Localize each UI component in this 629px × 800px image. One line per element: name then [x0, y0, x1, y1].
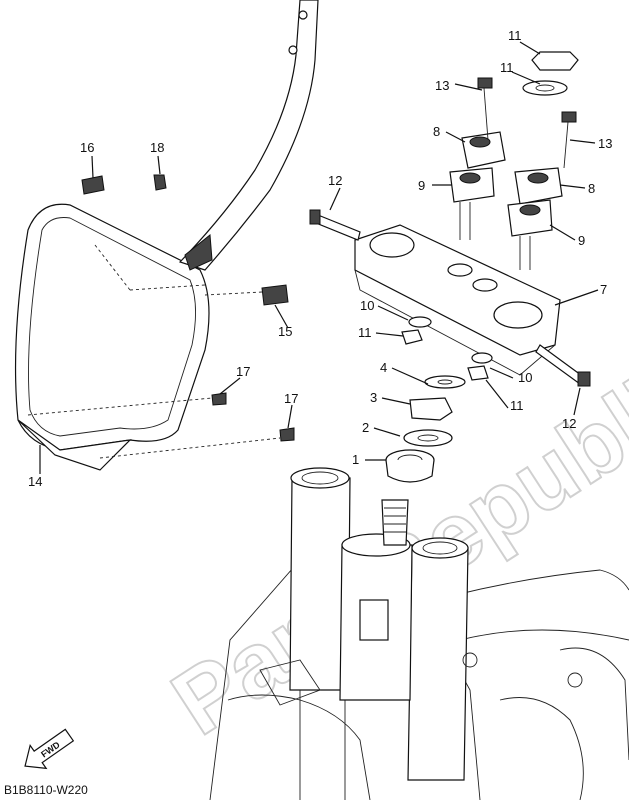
- leader-lines: [39, 41, 599, 474]
- callout-8b: 8: [588, 181, 595, 196]
- callout-13a: 13: [435, 78, 449, 93]
- callout-8a: 8: [433, 124, 440, 139]
- callout-numbers: 11 11 13 8 9 13 8 9 12 7 10 11 10 11 12 …: [28, 28, 612, 489]
- callout-17b: 17: [284, 391, 298, 406]
- callout-12b: 12: [562, 416, 576, 431]
- bolts: [309, 77, 591, 387]
- number-plate: [14, 0, 319, 471]
- fwd-arrow: FWD: [24, 728, 75, 770]
- callout-18: 18: [150, 140, 164, 155]
- steering-stack: [385, 316, 493, 483]
- callout-5: 7: [600, 282, 607, 297]
- callout-10a: 10: [360, 298, 374, 313]
- callout-12a: 12: [328, 173, 342, 188]
- callout-9a: 9: [418, 178, 425, 193]
- callout-11b: 11: [510, 398, 524, 413]
- callout-1: 1: [352, 452, 359, 467]
- diagram-code: B1B8110-W220: [4, 783, 88, 797]
- clips: [27, 174, 295, 459]
- callout-15: 15: [278, 324, 292, 339]
- callout-11a: 11: [358, 325, 372, 340]
- nut-and-washer: [522, 51, 579, 96]
- callout-6: 11: [508, 28, 522, 43]
- callout-4: 4: [380, 360, 387, 375]
- callout-10b: 10: [518, 370, 532, 385]
- callout-2: 2: [362, 420, 369, 435]
- upper-bracket: [354, 224, 561, 376]
- callout-3: 3: [370, 390, 377, 405]
- frame-and-forks: [209, 467, 629, 800]
- handlebar-holders: [449, 131, 563, 270]
- callout-17a: 17: [236, 364, 250, 379]
- callout-16: 16: [80, 140, 94, 155]
- callout-14: 14: [28, 474, 42, 489]
- callout-7: 11: [500, 60, 514, 75]
- callout-13b: 13: [598, 136, 612, 151]
- callout-9b: 9: [578, 233, 585, 248]
